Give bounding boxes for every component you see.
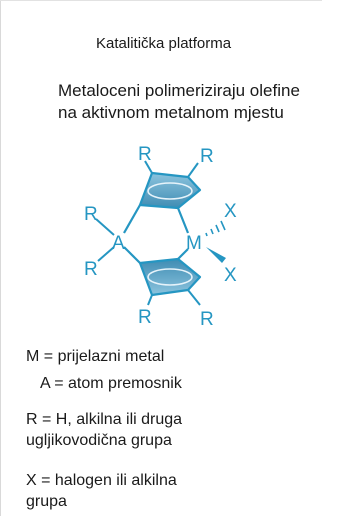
metallocene-structure: R R R R A M X X R R	[84, 145, 237, 330]
label-r-bottom-left: R	[138, 307, 152, 328]
legend-m: M = prijelazni metal	[26, 348, 165, 365]
label-x-upper: X	[224, 201, 237, 222]
label-r-left-lower: R	[84, 259, 98, 280]
label-r-top-right: R	[200, 146, 214, 167]
legend-x-line-1: X = halogen ili alkilna	[26, 472, 177, 489]
hashed-bond-m-x-upper	[205, 220, 226, 237]
lower-ring-aromatic-circle	[147, 268, 193, 286]
upper-ring	[138, 171, 202, 210]
headline-line-2: na aktivnom metalnom mjestu	[58, 103, 284, 122]
headline-line-1: Metaloceni polimeriziraju olefine	[58, 81, 300, 100]
legend-r-line-2: ugljikovodična grupa	[26, 432, 172, 449]
bond-m-upper-ring	[176, 207, 190, 234]
bond-m-lower-ring	[177, 248, 189, 260]
bond-a-upper-ring	[123, 204, 141, 234]
figure-title: Katalitička platforma	[96, 35, 232, 52]
legend-r: R = H, alkilna ili druga ugljikovodična …	[26, 409, 182, 451]
bond-lower-ring-r-left	[147, 294, 153, 306]
upper-ring-aromatic-circle	[147, 182, 193, 200]
legend-x: X = halogen ili alkilna grupa	[26, 470, 177, 512]
legend-x-line-2: grupa	[26, 493, 67, 510]
label-r-left-upper: R	[84, 204, 98, 225]
bond-a-lower-ring	[123, 246, 141, 264]
legend-a: A = atom premosnik	[40, 375, 182, 392]
label-bridge-atom: A	[112, 233, 125, 254]
headline: Metaloceni polimeriziraju olefine na akt…	[58, 80, 300, 124]
wedge-bond-m-x-lower	[206, 247, 226, 263]
bond-a-r-lower	[97, 246, 115, 262]
bond-a-r-upper	[95, 218, 115, 236]
top-border-line	[0, 0, 322, 1]
bond-upper-ring-r-right	[187, 162, 199, 178]
bond-upper-ring-r-left	[144, 160, 153, 174]
label-metal: M	[186, 233, 202, 254]
legend-r-line-1: R = H, alkilna ili druga	[26, 411, 183, 428]
label-r-bottom-right: R	[200, 309, 214, 330]
label-r-top-left: R	[138, 145, 152, 165]
bond-lower-ring-r-right	[187, 289, 201, 306]
label-x-lower: X	[224, 265, 237, 286]
lower-ring	[138, 257, 202, 297]
left-border-line	[0, 0, 1, 516]
